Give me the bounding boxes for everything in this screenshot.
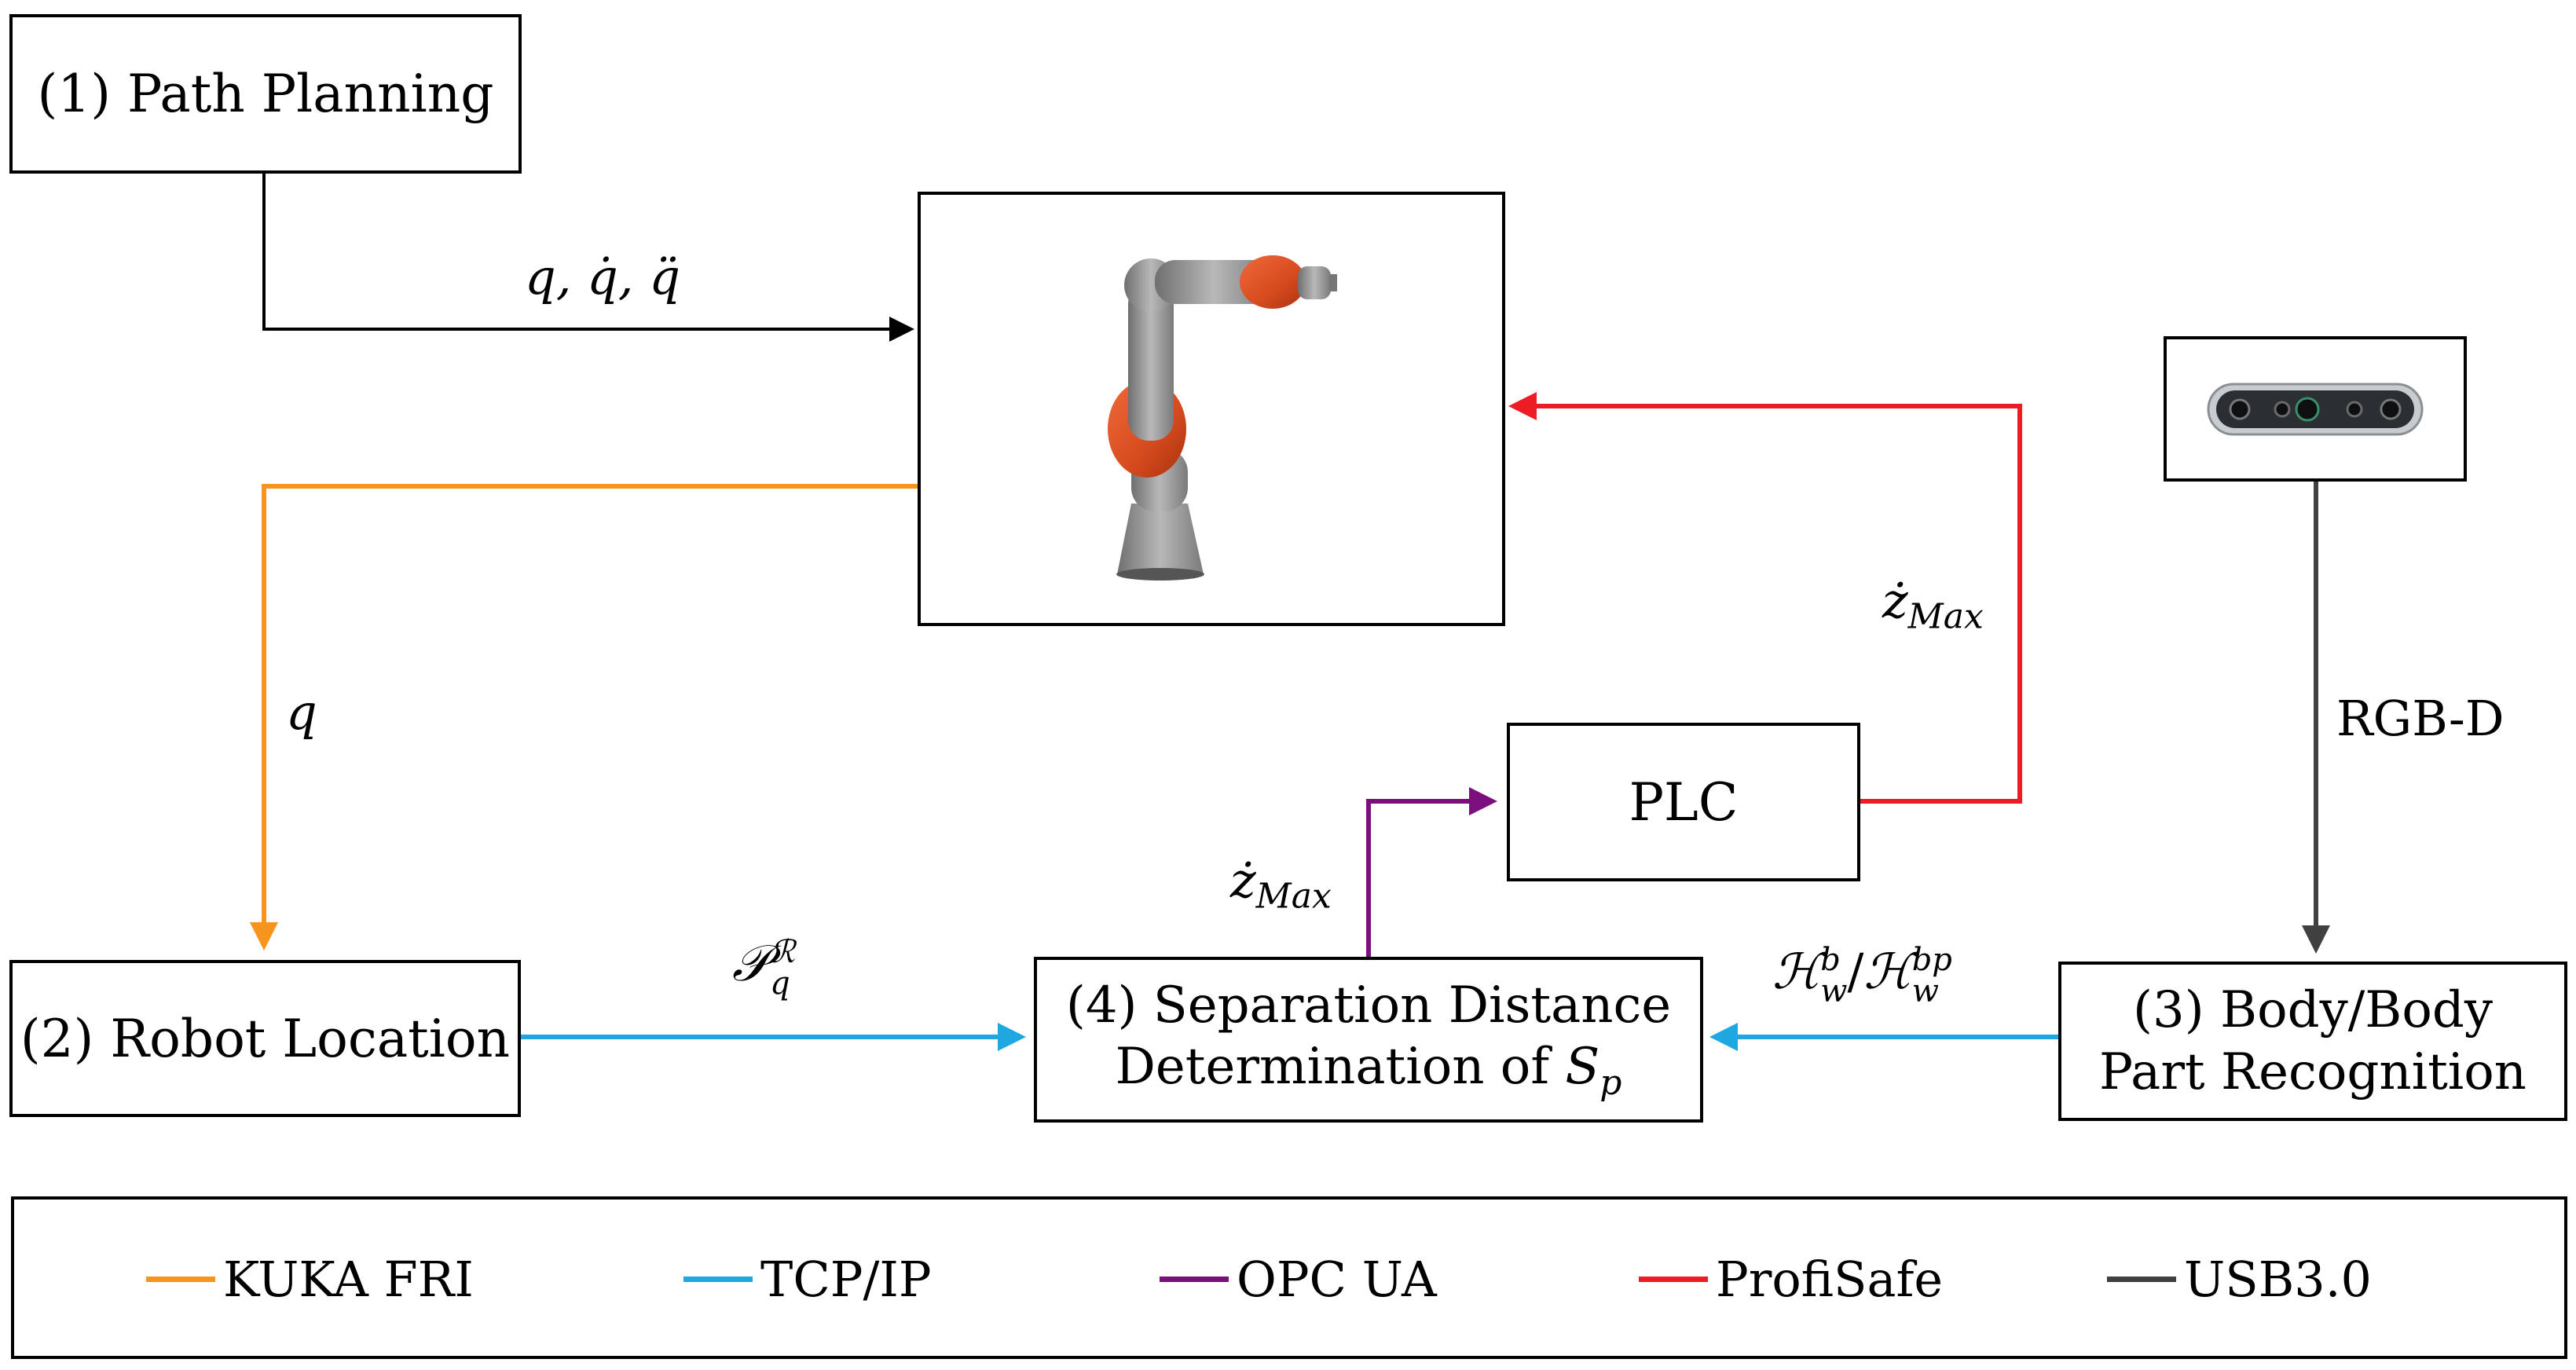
separation-to-plc-arrow xyxy=(1366,787,1497,957)
legend-item-profisafe: ProfiSafe xyxy=(1639,1251,1943,1308)
robot-location-label: (2) Robot Location xyxy=(20,1008,511,1069)
legend-label: OPC UA xyxy=(1237,1251,1437,1308)
separation-distance-line1: (4) Separation Distance xyxy=(1065,976,1672,1035)
plc-box: PLC xyxy=(1507,723,1860,881)
legend-item-tcp-ip: TCP/IP xyxy=(683,1251,932,1308)
q-label: q xyxy=(286,683,317,741)
body-recognition-line2: Part Recognition xyxy=(2098,1042,2527,1101)
legend-swatch xyxy=(683,1277,753,1282)
separation-distance-box: (4) Separation Distance Determination of… xyxy=(1034,957,1703,1123)
legend-box xyxy=(11,1196,2567,1359)
zmax-label-purple: żMax xyxy=(1230,852,1332,917)
body-recognition-box: (3) Body/Body Part Recognition xyxy=(2058,962,2567,1121)
legend-item-opc-ua: OPC UA xyxy=(1160,1251,1437,1308)
legend-item-kuka-fri: KUKA FRI xyxy=(146,1251,474,1308)
legend-swatch xyxy=(1639,1277,1708,1282)
path-planning-to-robot-arrow xyxy=(262,174,914,342)
robot-box xyxy=(918,192,1505,626)
rgbd-camera-icon xyxy=(2207,383,2424,435)
legend-swatch xyxy=(2107,1277,2176,1282)
plc-to-robot-arrow xyxy=(1508,392,2022,804)
legend-swatch xyxy=(146,1277,215,1282)
robot-to-location-arrow xyxy=(250,484,918,951)
zmax-label-red: żMax xyxy=(1882,572,1984,637)
legend-item-usb: USB3.0 xyxy=(2107,1251,2372,1308)
separation-distance-line2: Determination of Sp xyxy=(1115,1038,1622,1104)
legend-swatch xyxy=(1160,1277,1229,1282)
legend-label: TCP/IP xyxy=(760,1251,932,1308)
q-dq-ddq-label: q, q̇, q̈ xyxy=(525,248,680,306)
path-planning-box: (1) Path Planning xyxy=(9,14,522,174)
legend-label: ProfiSafe xyxy=(1716,1251,1944,1308)
robot-location-box: (2) Robot Location xyxy=(9,960,521,1117)
path-planning-label: (1) Path Planning xyxy=(37,64,494,124)
legend-label: KUKA FRI xyxy=(223,1251,474,1308)
robot-arm-icon xyxy=(1108,255,1337,581)
legend-label: USB3.0 xyxy=(2184,1251,2372,1308)
body-recognition-line1: (3) Body/Body xyxy=(2133,981,2493,1040)
rgbd-label: RGB-D xyxy=(2336,690,2505,747)
camera-box xyxy=(2164,336,2467,482)
plc-label: PLC xyxy=(1629,771,1739,833)
